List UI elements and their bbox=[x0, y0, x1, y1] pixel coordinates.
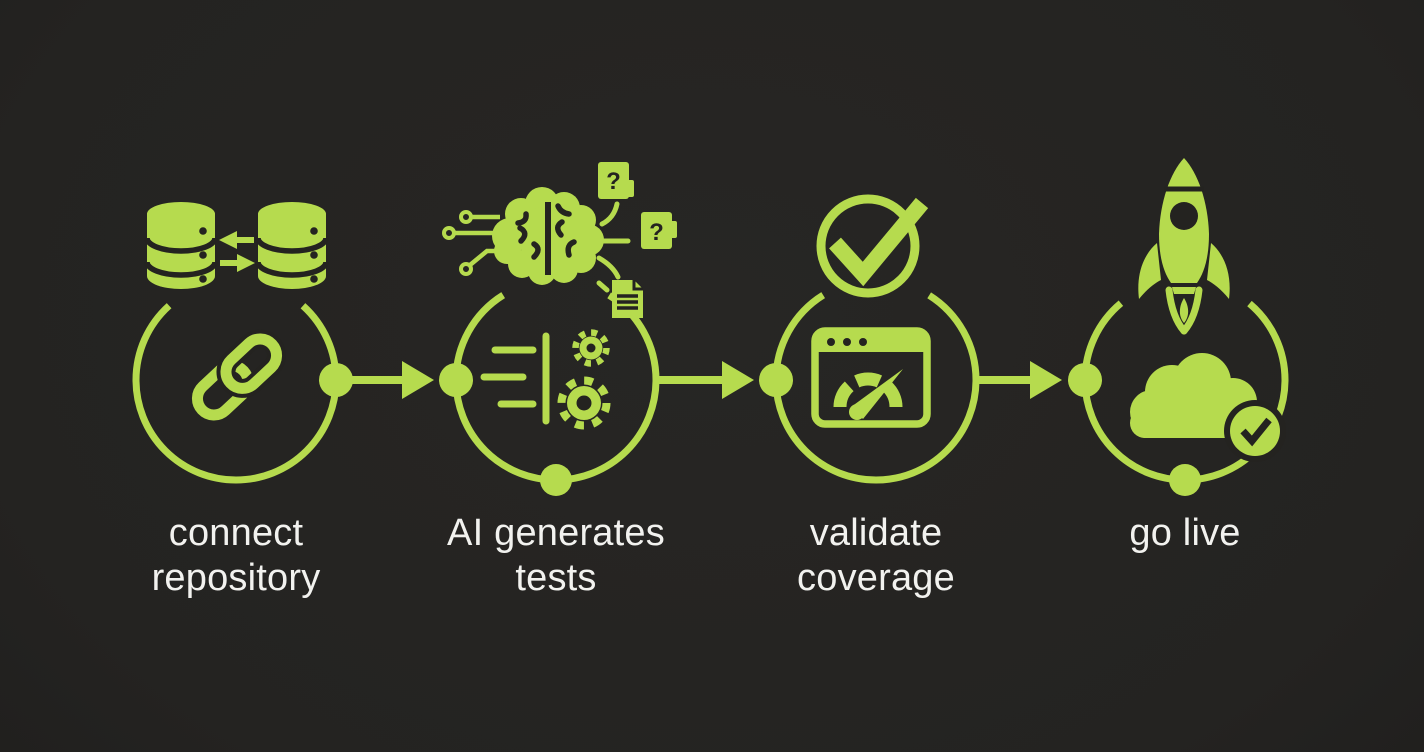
gauge-needle bbox=[851, 369, 903, 419]
chain-link-icon bbox=[191, 329, 287, 421]
check-circle-icon bbox=[816, 194, 929, 298]
step-label-go-live: go live bbox=[1005, 511, 1365, 556]
step-2-node-bottom bbox=[540, 464, 572, 496]
connector-arrow-1 bbox=[336, 361, 434, 399]
text-doc-icon bbox=[612, 280, 643, 318]
arrowhead-icon bbox=[1030, 361, 1062, 399]
connector-arrow-2 bbox=[656, 361, 754, 399]
rocket-nozzle bbox=[1172, 287, 1196, 294]
circuit-lines-icon bbox=[442, 210, 500, 276]
browser-dot bbox=[827, 338, 835, 346]
step-label-ai-generates-tests: AI generates tests bbox=[376, 511, 736, 601]
step-4-node-left bbox=[1068, 363, 1102, 397]
step-3-group bbox=[759, 194, 980, 484]
question-doc-1-icon: ? bbox=[598, 162, 634, 199]
database-right bbox=[255, 202, 329, 289]
coverage-gauge-icon bbox=[811, 327, 931, 428]
svg-text:?: ? bbox=[606, 168, 621, 195]
gear-small-icon bbox=[572, 329, 610, 367]
step-3-node bbox=[759, 363, 793, 397]
gear-large-icon bbox=[557, 376, 611, 430]
step-label-line: go live bbox=[1129, 512, 1241, 554]
rocket-fin-left bbox=[1138, 243, 1161, 299]
brain-shape bbox=[492, 187, 604, 285]
automation-gears-icon bbox=[480, 329, 611, 430]
step-label-line: repository bbox=[151, 557, 321, 599]
rocket-window bbox=[1170, 202, 1198, 230]
browser-dot bbox=[843, 338, 851, 346]
question-doc-2-icon: ? bbox=[641, 212, 677, 249]
database-left bbox=[144, 202, 218, 289]
ai-brain-icon: ? ? bbox=[442, 162, 677, 318]
thought-dashes bbox=[596, 201, 631, 293]
check-badge-icon bbox=[1230, 406, 1280, 456]
browser-dot bbox=[859, 338, 867, 346]
step-label-line: AI generates bbox=[447, 512, 665, 554]
step-label-line: tests bbox=[515, 557, 597, 599]
step-1-group bbox=[132, 202, 353, 484]
rocket-icon bbox=[1138, 158, 1230, 335]
step-label-line: validate bbox=[809, 512, 943, 554]
connector-arrow-3 bbox=[976, 361, 1062, 399]
step-label-connect-repository: connect repository bbox=[56, 511, 416, 601]
step-label-line: coverage bbox=[797, 557, 955, 599]
sync-arrows-icon bbox=[219, 231, 255, 272]
step-4-group bbox=[1068, 158, 1289, 496]
step-2-group: ? ? bbox=[439, 162, 677, 496]
database-sync-icon bbox=[144, 202, 329, 289]
badge-check-mark bbox=[1240, 417, 1272, 447]
cloud-check-icon bbox=[1130, 353, 1286, 462]
step-4-node-bottom bbox=[1169, 464, 1201, 496]
gauge-arc bbox=[833, 372, 903, 408]
rocket-fin-right bbox=[1207, 243, 1230, 299]
step-2-node-left bbox=[439, 363, 473, 397]
svg-text:?: ? bbox=[649, 219, 664, 246]
rocket-flame-icon bbox=[1165, 286, 1203, 335]
arrowhead-icon bbox=[402, 361, 434, 399]
arrowhead-icon bbox=[722, 361, 754, 399]
step-label-line: connect bbox=[168, 512, 304, 554]
step-label-validate-coverage: validate coverage bbox=[696, 511, 1056, 601]
